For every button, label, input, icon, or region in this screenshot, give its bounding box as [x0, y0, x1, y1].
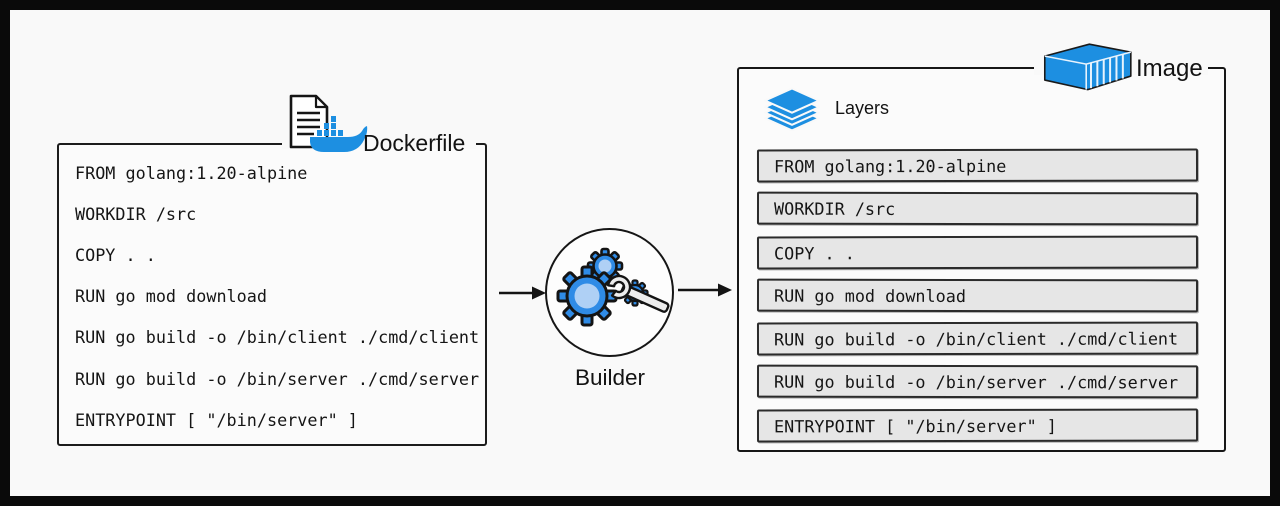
image-layer-list: FROM golang:1.20-alpine WORKDIR /src COP…: [756, 148, 1199, 452]
image-layer-row: RUN go build -o /bin/client ./cmd/client: [756, 321, 1199, 356]
builder-circle: [545, 228, 674, 357]
dockerfile-line: COPY . .: [75, 244, 156, 265]
gears-wrench-icon: [556, 247, 670, 327]
arrow-right-icon: [678, 283, 732, 297]
dockerfile-line: RUN go build -o /bin/client ./cmd/client: [75, 327, 480, 348]
dockerfile-box: FROM golang:1.20-alpine WORKDIR /src COP…: [57, 143, 487, 446]
layer-command: RUN go mod download: [773, 285, 966, 306]
builder-label: Builder: [574, 365, 646, 390]
image-layer-row: RUN go build -o /bin/server ./cmd/server: [756, 365, 1199, 399]
dockerfile-line: RUN go build -o /bin/server ./cmd/server: [75, 368, 480, 389]
layer-command: FROM golang:1.20-alpine: [773, 155, 1007, 176]
image-layer-row: COPY . .: [756, 235, 1199, 270]
layers-label: Layers: [835, 98, 890, 118]
image-layer-row: FROM golang:1.20-alpine: [756, 148, 1199, 183]
layers-icon: [764, 87, 820, 131]
container-icon: [1043, 43, 1132, 91]
layer-command: WORKDIR /src: [773, 198, 896, 219]
image-layer-row: RUN go mod download: [756, 278, 1199, 313]
docker-whale-icon: [310, 116, 368, 152]
image-layer-row: ENTRYPOINT [ "/bin/server" ]: [756, 408, 1199, 443]
dockerfile-line: RUN go mod download: [75, 286, 267, 307]
image-layer-row: WORKDIR /src: [756, 191, 1199, 226]
dockerfile-title: Dockerfile: [363, 130, 466, 156]
layer-command: RUN go build -o /bin/server ./cmd/server: [773, 371, 1179, 393]
dockerfile-line: ENTRYPOINT [ "/bin/server" ]: [75, 409, 358, 430]
layer-command: RUN go build -o /bin/client ./cmd/client: [773, 328, 1179, 350]
layer-command: COPY . .: [773, 242, 855, 263]
dockerfile-code: FROM golang:1.20-alpine WORKDIR /src COP…: [59, 152, 483, 440]
image-title: Image: [1136, 55, 1203, 82]
dockerfile-line: WORKDIR /src: [75, 203, 197, 224]
layer-command: ENTRYPOINT [ "/bin/server" ]: [773, 415, 1057, 436]
arrow-right-icon: [499, 286, 546, 300]
dockerfile-line: FROM golang:1.20-alpine: [75, 162, 308, 183]
